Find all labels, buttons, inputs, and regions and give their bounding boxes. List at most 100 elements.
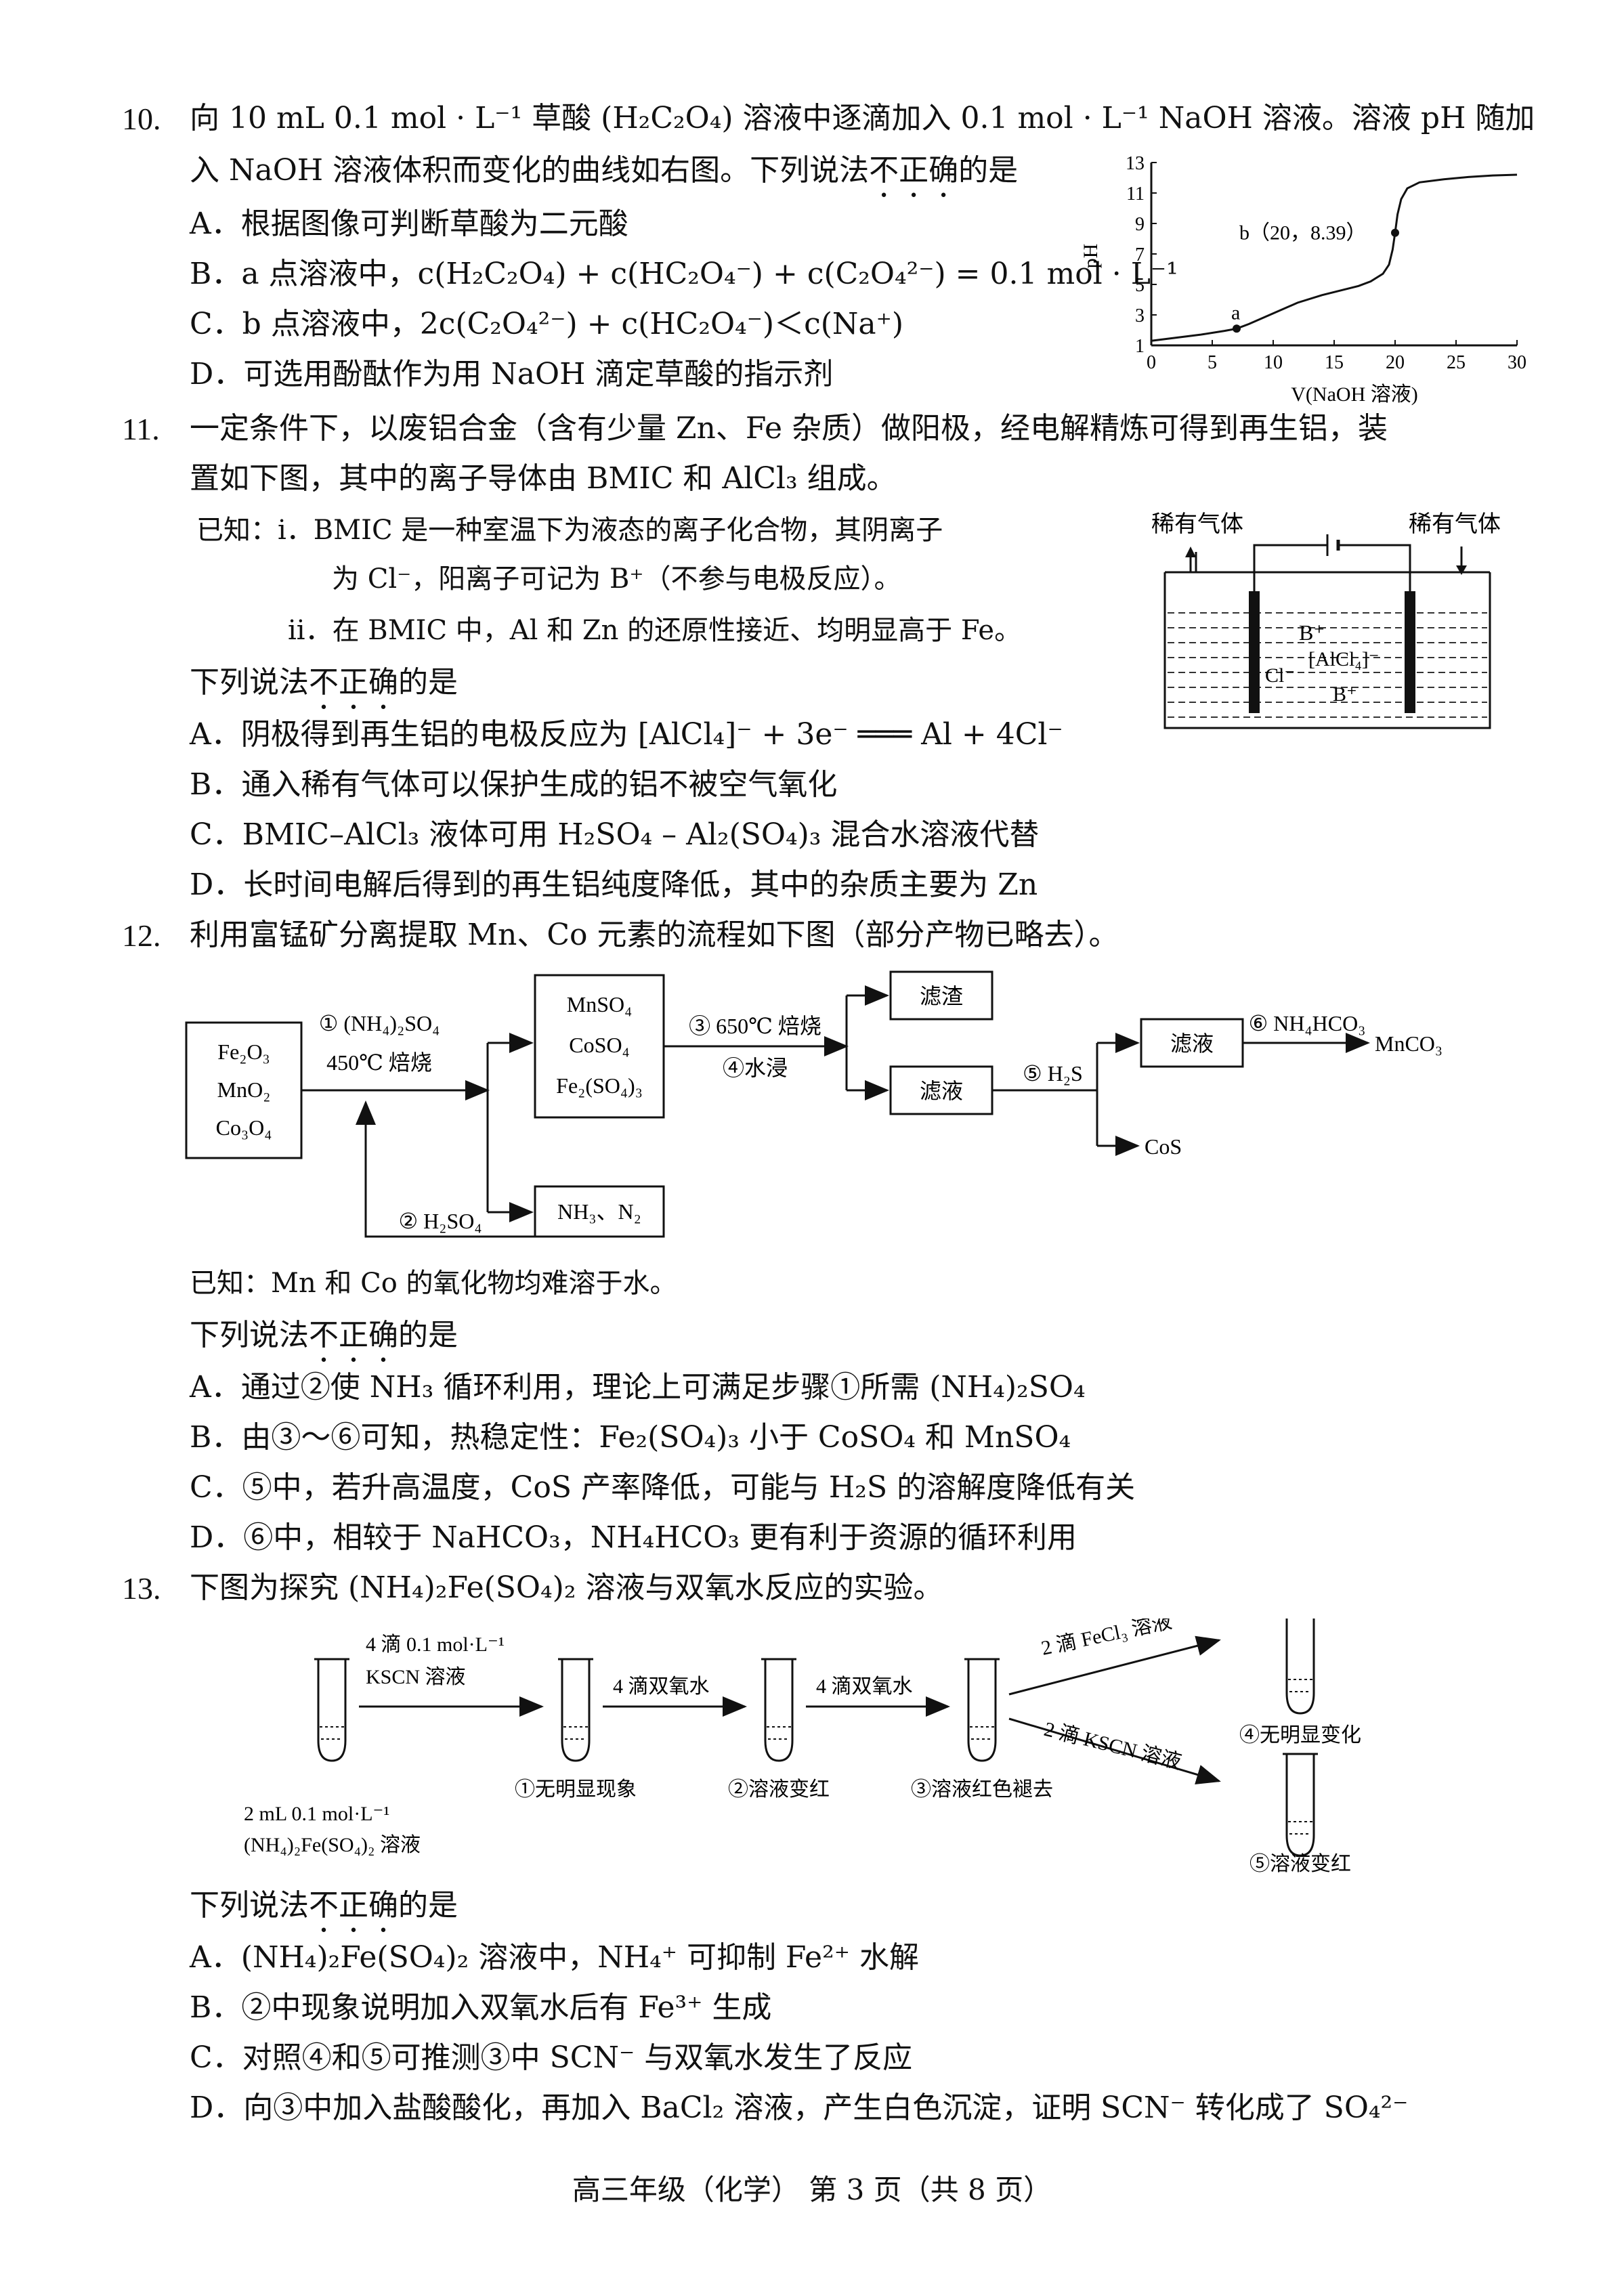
known-condition: 为 Cl⁻，阳离子可记为 B⁺（不参与电极反应）。	[332, 563, 901, 595]
page-footer: 高三年级（化学） 第 3 页（共 8 页）	[572, 2173, 1052, 2206]
question-stem: 利用富锰矿分离提取 Mn、Co 元素的流程如下图（部分产物已略去）。	[190, 918, 1119, 952]
residue-label: 滤渣	[920, 984, 963, 1008]
reagent-label: 4 滴 0.1 mol·L⁻¹	[366, 1633, 505, 1656]
reagent-label: 4 滴双氧水	[613, 1675, 710, 1698]
reagent-label: 2 滴 KSCN 溶液	[1042, 1718, 1183, 1774]
question-number: 10.	[122, 102, 161, 136]
data-point-label: b（20，8.39）	[1239, 222, 1367, 244]
option-d: D．长时间电解后得到的再生铝纯度降低，其中的杂质主要为 Zn	[190, 867, 1038, 902]
question-stem: 向 10 mL 0.1 mol · L⁻¹ 草酸 (H₂C₂O₄) 溶液中逐滴加…	[190, 101, 1535, 135]
question-stem: 置如下图，其中的离子导体由 BMIC 和 AlCl₃ 组成。	[190, 461, 897, 496]
x-tick-label: 20	[1386, 352, 1405, 373]
test-tube-icon	[1281, 1619, 1319, 1715]
step-label: 450℃ 焙烧	[326, 1050, 432, 1075]
electrolysis-cell-diagram: 稀有气体 稀有气体 B⁺ [AlCl₄]⁻ Cl⁻ B⁺	[1151, 511, 1501, 729]
step-label: ③ 650℃ 焙烧	[689, 1014, 821, 1038]
option-a: A．阴极得到再生铝的电极反应为 [AlCl₄]⁻ + 3e⁻ ═══ Al + …	[190, 717, 1063, 752]
y-tick-label: 9	[1135, 214, 1145, 235]
ore-component: Co₃O₄	[216, 1115, 272, 1140]
question-stem: 入 NaOH 溶液体积而变化的曲线如右图。下列说法不正确的是	[190, 153, 1019, 188]
step-label: ① (NH₄)₂SO₄	[319, 1011, 440, 1035]
filtrate-label: 滤液	[1170, 1031, 1214, 1056]
option-a: A．根据图像可判断草酸为二元酸	[190, 207, 628, 241]
question-stem: 下图为探究 (NH₄)₂Fe(SO₄)₂ 溶液与双氧水反应的实验。	[190, 1570, 943, 1605]
test-tube-icon	[313, 1658, 351, 1762]
cos-product: CoS	[1145, 1134, 1182, 1159]
test-tube-icon	[557, 1658, 595, 1762]
gas-inlet-arrow-icon	[1185, 547, 1197, 572]
start-solution-label: (NH₄)₂Fe(SO₄)₂ 溶液	[244, 1834, 421, 1856]
step-label: ② H₂SO₄	[398, 1209, 482, 1233]
question-number: 13.	[122, 1571, 161, 1606]
reagent-label: KSCN 溶液	[366, 1666, 466, 1688]
option-c: C．⑤中，若升高温度，CoS 产率降低，可能与 H₂S 的溶解度降低有关	[190, 1470, 1136, 1505]
option-c: C．BMIC–AlCl₃ 液体可用 H₂SO₄ – Al₂(SO₄)₃ 混合水溶…	[190, 817, 1040, 852]
x-tick-label: 0	[1147, 352, 1156, 373]
known-condition: 已知：Mn 和 Co 的氧化物均难溶于水。	[190, 1268, 677, 1299]
y-tick-label: 7	[1135, 244, 1145, 265]
process-flowchart: Fe₂O₃ MnO₂ Co₃O₄ ① (NH₄)₂SO₄ 450℃ 焙烧 MnS…	[185, 970, 1443, 1238]
emphasis-text: 不正确	[309, 665, 398, 700]
ph-curve-series	[1151, 173, 1518, 342]
data-point-label: a	[1231, 301, 1240, 324]
ore-component: MnO₂	[217, 1077, 271, 1102]
question-number: 12.	[122, 918, 161, 953]
option-b: B．由③～⑥可知，热稳定性：Fe₂(SO₄)₃ 小于 CoSO₄ 和 MnSO₄	[190, 1420, 1071, 1455]
option-d: D．可选用酚酞作为用 NaOH 滴定草酸的指示剂	[190, 357, 834, 391]
x-axis-label: V(NaOH 溶液)	[1291, 383, 1417, 406]
reagent-label: 2 滴 FeCl₃ 溶液	[1040, 1619, 1174, 1660]
x-tick-label: 15	[1325, 352, 1344, 373]
question-stem: 一定条件下，以废铝合金（含有少量 Zn、Fe 杂质）做阳极，经电解精炼可得到再生…	[190, 411, 1388, 446]
option-a: A．(NH₄)₂Fe(SO₄)₂ 溶液中，NH₄⁺ 可抑制 Fe²⁺ 水解	[190, 1940, 919, 1975]
ion-label: [AlCl₄]⁻	[1308, 648, 1380, 670]
known-condition: 已知：i．BMIC 是一种室温下为液态的离子化合物，其阴离子	[196, 515, 943, 546]
x-tick-label: 10	[1264, 352, 1283, 373]
question-ask: 下列说法不正确的是	[190, 1888, 458, 1923]
observation-label: ①无明显现象	[515, 1778, 637, 1801]
sulfate-component: Fe₂(SO₄)₃	[556, 1073, 643, 1098]
x-tick-label: 25	[1447, 352, 1466, 373]
y-tick-label: 1	[1135, 336, 1145, 357]
emphasis-text: 不正确	[869, 153, 959, 188]
ion-label: B⁺	[1333, 683, 1357, 706]
ion-label: B⁺	[1299, 620, 1325, 645]
known-condition: ii．在 BMIC 中，Al 和 Zn 的还原性接近、均明显高于 Fe。	[288, 615, 1022, 646]
test-tube-icon	[760, 1658, 798, 1762]
x-tick-label: 30	[1508, 352, 1526, 373]
emphasis-text: 不正确	[309, 1888, 398, 1923]
observation-label: ②溶液变红	[728, 1778, 830, 1801]
anode-electrode	[1249, 591, 1260, 713]
experiment-diagram: 2 mL 0.1 mol·L⁻¹ (NH₄)₂Fe(SO₄)₂ 溶液 4 滴 0…	[244, 1619, 1361, 1875]
gas-product: NH₃、N₂	[557, 1199, 641, 1224]
test-tube-icon	[1281, 1753, 1319, 1857]
data-point	[1391, 228, 1399, 237]
step-label: ⑥ NH₄HCO₃	[1249, 1011, 1366, 1035]
step-label: ④水浸	[723, 1056, 788, 1080]
x-tick-label: 5	[1208, 352, 1217, 373]
y-tick-label: 11	[1126, 184, 1145, 205]
question-number: 11.	[122, 412, 160, 446]
gas-label-right: 稀有气体	[1409, 511, 1501, 537]
y-tick-label: 13	[1126, 153, 1145, 174]
y-axis-label: pH	[1080, 244, 1102, 269]
ore-component: Fe₂O₃	[217, 1040, 270, 1064]
gas-label-left: 稀有气体	[1151, 511, 1243, 537]
observation-label: ④无明显变化	[1239, 1724, 1361, 1746]
residue-box	[889, 970, 993, 1021]
option-d: D．⑥中，相较于 NaHCO₃，NH₄HCO₃ 更有利于资源的循环利用	[190, 1520, 1077, 1555]
question-ask: 下列说法不正确的是	[190, 665, 458, 700]
option-a: A．通过②使 NH₃ 循环利用，理论上可满足步骤①所需 (NH₄)₂SO₄	[190, 1370, 1086, 1405]
gas-outlet-arrow-icon	[1456, 547, 1467, 575]
option-b: B．②中现象说明加入双氧水后有 Fe³⁺ 生成	[190, 1990, 772, 2025]
reagent-label: 4 滴双氧水	[816, 1675, 913, 1698]
question-ask: 下列说法不正确的是	[190, 1318, 458, 1352]
option-b: B．通入稀有气体可以保护生成的铝不被空气氧化	[190, 767, 838, 802]
y-tick-label: 5	[1135, 275, 1145, 296]
step-label: ⑤ H₂S	[1023, 1061, 1083, 1086]
cathode-electrode	[1405, 591, 1415, 713]
final-product: MnCO₃	[1375, 1031, 1443, 1056]
sulfate-component: CoSO₄	[569, 1033, 629, 1057]
filtrate-label: 滤液	[920, 1079, 963, 1103]
gas-box	[534, 1185, 665, 1238]
